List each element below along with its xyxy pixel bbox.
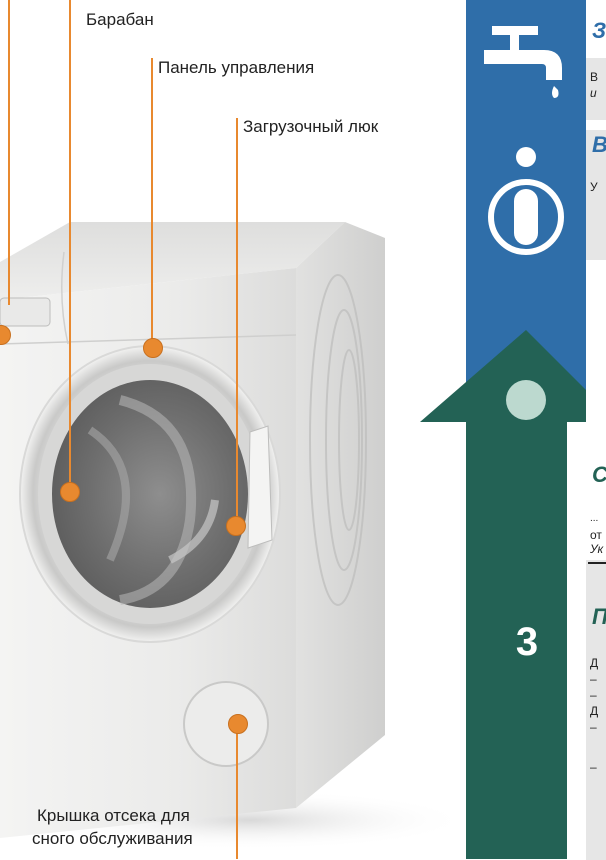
leader-service-cover [236,724,238,859]
heading-3: С [592,462,606,488]
text-3-line2: от [590,528,602,542]
label-service-cover-line1: Крышка отсека для [37,806,190,826]
text-4-line2: – [590,672,597,686]
text-4-line5: – [590,720,597,734]
text-4-line1: Д [590,656,598,670]
up-arrow-icon [420,330,586,859]
text-4-line6: – [590,760,597,774]
label-control-panel: Панель управления [158,58,314,78]
leader-door [236,118,238,524]
text-1-line2: и [590,86,597,100]
heading-1: З [592,18,606,44]
text-3-line3: Ук [590,542,603,556]
dot-service-cover [228,714,248,734]
step-number: 3 [502,620,552,665]
info-icon [483,145,569,255]
door-handle [248,426,272,548]
dot-door [226,516,246,536]
label-service-cover-line2: сного обслуживания [32,829,193,849]
dot-drum [60,482,80,502]
label-drum: Барабан [86,10,154,30]
text-4-line4: Д [590,704,598,718]
leader-drum [69,0,71,488]
service-cover [184,682,268,766]
divider [588,562,606,564]
water-tap-icon [484,26,572,100]
machine-side [296,222,385,808]
leader-detergent [8,0,10,305]
text-3-line1: ... [590,512,598,526]
dot-control-panel [143,338,163,358]
text-1-line1: В [590,70,598,84]
leader-control-panel [151,58,153,346]
text-4-line3: – [590,688,597,702]
heading-4: П [592,604,606,630]
label-door: Загрузочный люк [243,117,378,137]
heading-2: В [592,132,606,158]
text-2: У [590,180,598,194]
